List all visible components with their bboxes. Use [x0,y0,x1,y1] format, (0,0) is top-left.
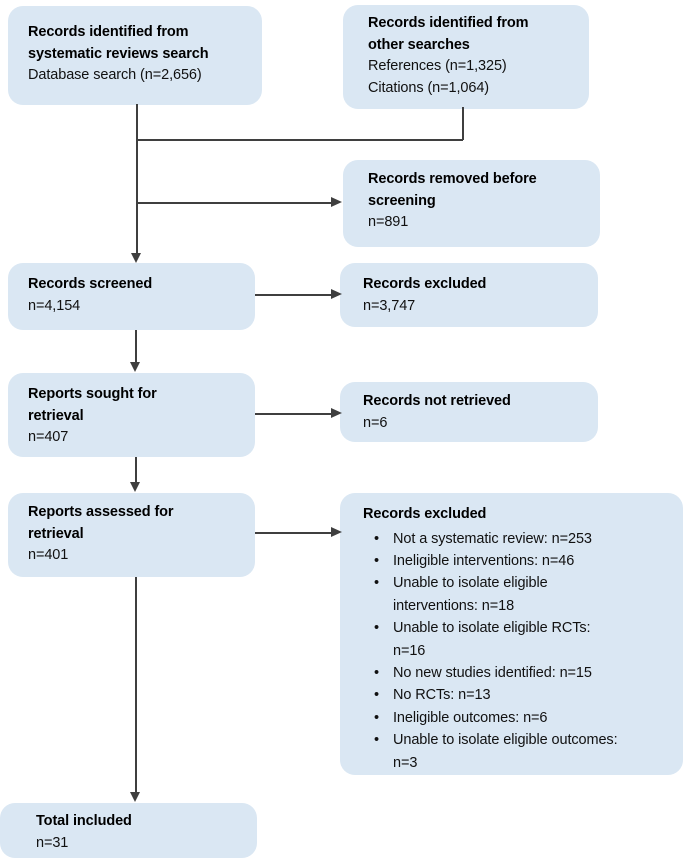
box-title: Records screened [28,274,241,296]
exclusion-reason-line: Not a systematic review: n=253 [393,530,592,547]
exclusion-reason-line: Ineligible interventions: n=46 [393,552,575,569]
connector-sought-to-assessed [135,457,137,483]
arrowhead-into-records-not-retrieved [331,408,342,418]
box-records-identified-systematic: Records identified from systematic revie… [8,6,262,105]
box-title: Reports assessed for retrieval [28,502,241,545]
exclusion-reason-line: Unable to isolate eligible [393,575,548,592]
box-body-line: n=6 [363,414,388,431]
box-title: Records excluded [363,274,584,296]
arrowhead-into-excluded-reasons [331,527,342,537]
box-title-line: Records not retrieved [363,393,511,409]
box-title-line: retrieval [28,407,84,424]
exclusion-reason-line: interventions: n=18 [393,597,515,614]
box-body: n=31 [36,833,243,855]
box-records-excluded-screening: Records excluded n=3,747 [340,263,598,327]
exclusion-reason-item: Unable to isolate eligible RCTs: n=16 [363,617,673,662]
arrowhead-into-reports-assessed [130,482,140,492]
box-title: Total included [36,811,243,833]
box-body-line: Database search (n=2,656) [28,67,202,83]
box-records-not-retrieved: Records not retrieved n=6 [340,382,598,442]
connector-assessed-to-excluded-reasons [255,532,331,534]
box-body: n=6 [363,413,584,435]
exclusion-reason-item: Ineligible interventions: n=46 [363,550,673,573]
box-title-line: Records identified from [368,15,529,31]
box-total-included: Total included n=31 [0,803,257,858]
connector-other-searches-down-line [462,107,464,140]
box-title: Records excluded [363,504,673,526]
box-reports-assessed-retrieval: Reports assessed for retrieval n=401 [8,493,255,577]
box-title: Records identified from other searches [368,13,575,56]
box-body: n=407 [28,427,241,449]
box-title-line: Records screened [28,276,153,292]
box-reports-sought-retrieval: Reports sought for retrieval n=407 [8,373,255,457]
connector-screened-to-excluded [255,294,331,296]
box-body: Database search (n=2,656) [28,65,248,87]
connector-merge-horizontal-line [136,139,463,141]
box-title: Records removed before screening [368,169,586,212]
exclusion-reason-item: No RCTs: n=13 [363,684,673,707]
box-body-line: n=3,747 [363,297,416,314]
exclusion-reason-line: n=16 [393,642,426,659]
arrowhead-into-total-included [130,792,140,802]
box-body: References (n=1,325) Citations (n=1,064) [368,56,575,99]
connector-screened-to-sought [135,330,137,363]
connector-sought-to-not-retrieved [255,413,331,415]
box-title-line: Records removed before [368,171,537,187]
box-title-line: other searches [368,36,470,53]
exclusion-reason-line: Unable to isolate eligible outcomes: [393,732,618,749]
arrowhead-into-removed-before-screening [331,197,342,207]
box-title: Records not retrieved [363,391,584,413]
box-records-identified-other: Records identified from other searches R… [343,5,589,109]
box-title-line: Reports sought for [28,386,157,402]
box-body: n=3,747 [363,296,584,318]
exclusion-reason-item: No new studies identified: n=15 [363,662,673,685]
arrowhead-into-records-excluded [331,289,342,299]
box-body-line: n=407 [28,429,69,445]
exclusion-reason-item: Not a systematic review: n=253 [363,528,673,551]
exclusion-reason-list: Not a systematic review: n=253 Ineligibl… [363,528,673,774]
box-title-line: Records excluded [363,506,487,522]
box-title-line: systematic reviews search [28,45,209,62]
box-title: Records identified from systematic revie… [28,22,248,65]
box-body-line: n=401 [28,547,69,563]
exclusion-reason-line: No new studies identified: n=15 [393,664,592,681]
box-title-line: Records identified from [28,24,189,40]
box-body-line: n=891 [368,214,409,230]
exclusion-reason-item: Ineligible outcomes: n=6 [363,707,673,730]
box-title-line: Reports assessed for [28,504,174,520]
arrowhead-into-records-screened [131,253,141,263]
box-title-line: Records excluded [363,276,487,292]
connector-to-removed-before-screening [136,202,332,204]
exclusion-reason-line: Unable to isolate eligible RCTs: [393,620,591,637]
box-records-screened: Records screened n=4,154 [8,263,255,330]
exclusion-reason-item: Unable to isolate eligible interventions… [363,572,673,617]
box-body-line: n=4,154 [28,297,81,314]
box-title-line: screening [368,192,436,209]
box-records-removed-before-screening: Records removed before screening n=891 [343,160,600,247]
exclusion-reason-line: No RCTs: n=13 [393,687,491,704]
connector-assessed-to-total [135,577,137,793]
box-title-line: Total included [36,813,132,829]
box-body-line: References (n=1,325) [368,58,507,74]
box-body-line: Citations (n=1,064) [368,79,490,96]
box-body: n=4,154 [28,296,241,318]
box-records-excluded-reasons: Records excluded Not a systematic review… [340,493,683,775]
connector-identified-down-line [136,104,138,254]
arrowhead-into-reports-sought [130,362,140,372]
box-body: n=891 [368,212,586,234]
exclusion-reason-line: Ineligible outcomes: n=6 [393,709,548,726]
exclusion-reason-item: Unable to isolate eligible outcomes: n=3 [363,729,673,774]
box-body: n=401 [28,545,241,567]
box-title: Reports sought for retrieval [28,384,241,427]
box-body-line: n=31 [36,834,69,851]
exclusion-reason-line: n=3 [393,754,418,771]
box-title-line: retrieval [28,525,84,542]
